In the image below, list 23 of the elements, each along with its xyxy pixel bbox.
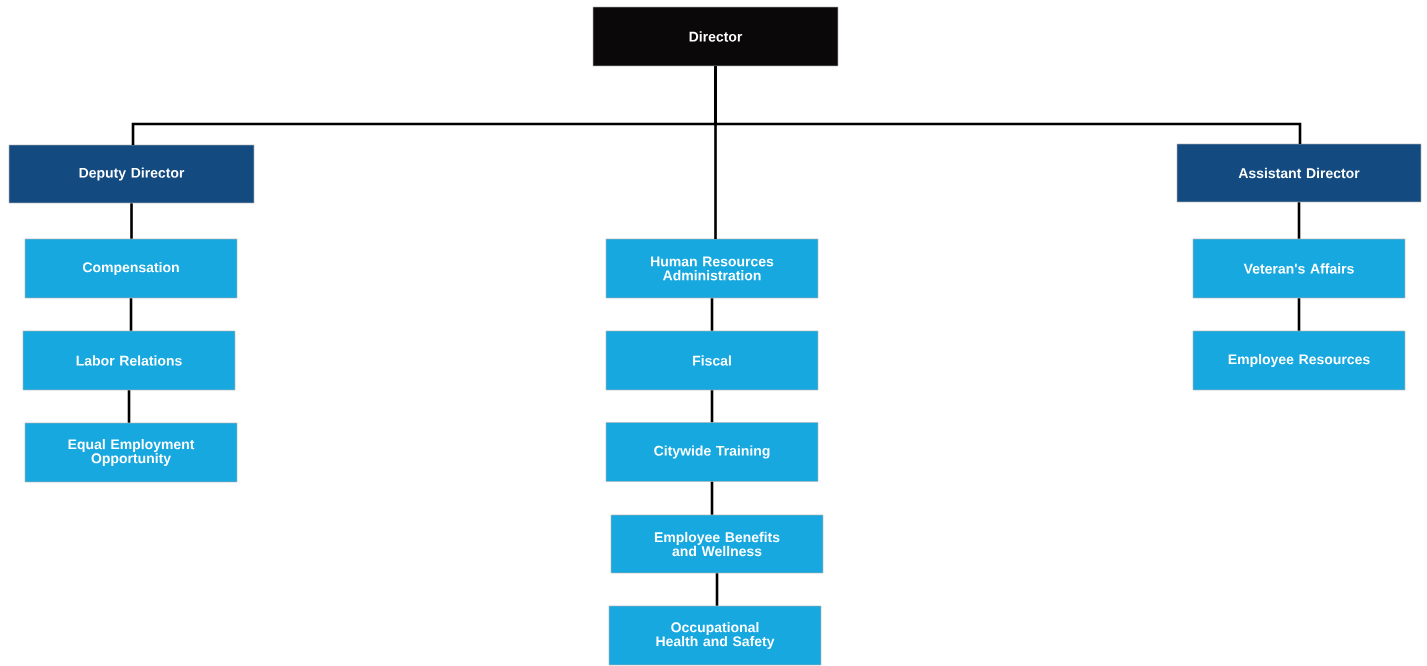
- unit-box: Compensation: [24, 238, 238, 299]
- connector-line: [710, 481, 714, 515]
- connector-line: [1297, 298, 1301, 331]
- unit-box: Equal Employment Opportunity: [24, 422, 238, 483]
- unit-box: Occupational Health and Safety: [608, 605, 822, 666]
- connector-line: [710, 298, 714, 331]
- connector-line: [714, 66, 1302, 144]
- connector-line: [127, 390, 131, 423]
- connector-line: [715, 573, 719, 606]
- unit-box: Citywide Training: [605, 422, 819, 482]
- connector-line: [129, 298, 133, 331]
- manager-box: Deputy Director: [8, 144, 255, 204]
- connector-line: [1297, 202, 1301, 239]
- manager-box: Assistant Director: [1176, 143, 1422, 203]
- unit-box: Employee Benefits and Wellness: [610, 514, 824, 574]
- director-box: Director: [592, 6, 839, 67]
- unit-box: Fiscal: [605, 330, 819, 391]
- connector-line: [130, 203, 133, 239]
- unit-box: Labor Relations: [22, 330, 236, 391]
- unit-box: Human Resources Administration: [605, 238, 819, 299]
- unit-box: Employee Resources: [1192, 330, 1406, 391]
- unit-box: Veteran's Affairs: [1192, 238, 1406, 299]
- connector-line: [710, 390, 714, 423]
